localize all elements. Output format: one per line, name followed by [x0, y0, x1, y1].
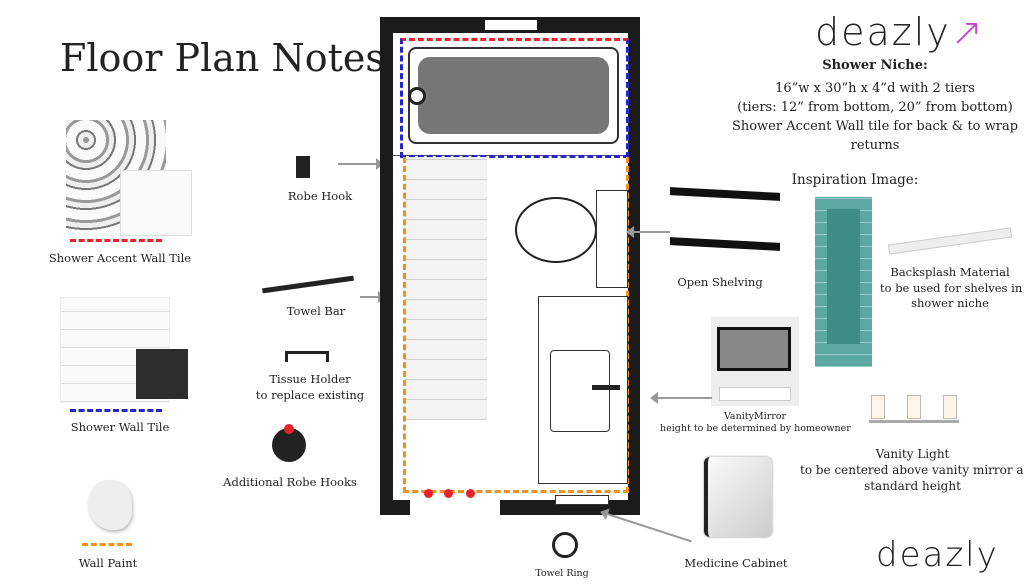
- blue-shower-wall-outline: [400, 38, 629, 158]
- page-title: Floor Plan Notes: [60, 36, 385, 80]
- red-robe-hook-dot: [444, 489, 453, 498]
- towel-ring-icon: [552, 532, 578, 558]
- niche-heading: Shower Niche:: [822, 58, 928, 73]
- window: [485, 20, 537, 30]
- vanity-faucet-icon: [592, 385, 620, 390]
- niche-line-4: returns: [850, 138, 900, 153]
- wall-paint-label: Wall Paint: [78, 556, 138, 570]
- tissue-holder-note: to replace existing: [255, 388, 365, 402]
- tissue-holder-icon: [285, 351, 329, 362]
- backsplash-l2: to be used for shelves in: [880, 281, 1023, 295]
- robe-hook-arrow: [338, 158, 384, 170]
- additional-robe-hooks-label: Additional Robe Hooks: [223, 475, 357, 489]
- vanity-mirror-image: [711, 317, 799, 406]
- niche-line-2: (tiers: 12” from bottom, 20” from bottom…: [737, 100, 1013, 115]
- backsplash-l3: shower niche: [911, 296, 989, 310]
- niche-line-1: 16”w x 30”h x 4”d with 2 tiers: [775, 81, 975, 96]
- toilet-bowl: [515, 197, 597, 263]
- towel-bar-arrow: [360, 291, 386, 303]
- vanity: [538, 296, 628, 484]
- open-shelving-image: [670, 187, 780, 258]
- open-shelving-arrow: [626, 226, 670, 238]
- sink: [550, 350, 610, 432]
- brand-logo-top: deazly↗: [815, 10, 985, 54]
- robe-hook-icon: [296, 156, 310, 178]
- red-robe-hook-dot: [466, 489, 475, 498]
- mirror-l1: VanityMirror: [723, 411, 787, 422]
- light-l1: Vanity Light: [875, 447, 950, 461]
- brand-logo-bottom: deazly: [876, 535, 999, 575]
- towel-ring-label: Towel Ring: [535, 568, 589, 579]
- door-opening: [410, 497, 500, 515]
- towel-bar-label: Towel Bar: [286, 304, 346, 318]
- mirror-l2: height to be determined by homeowner: [660, 423, 851, 434]
- additional-robe-hook-icon: [272, 424, 306, 462]
- wall-tile-label: Shower Wall Tile: [70, 420, 170, 434]
- medicine-cabinet-plan: [555, 495, 609, 505]
- brand-text: deazly: [815, 10, 951, 54]
- medicine-cabinet-arrow: [603, 512, 692, 543]
- niche-line-3: Shower Accent Wall tile for back & to wr…: [731, 119, 1019, 134]
- red-robe-hook-dot: [424, 489, 433, 498]
- light-l2: to be centered above vanity mirror at: [800, 463, 1024, 477]
- medicine-cabinet-label: Medicine Cabinet: [684, 556, 788, 570]
- toilet-tank: [596, 190, 628, 288]
- vanity-mirror-arrow: [650, 392, 712, 404]
- light-l3: standard height: [864, 479, 961, 493]
- medicine-cabinet-image: [704, 457, 772, 537]
- paint-swatch: [136, 349, 188, 399]
- backsplash-strip: [887, 227, 1013, 255]
- tissue-holder-label: Tissue Holder: [269, 372, 351, 386]
- wall-tile-line: [70, 409, 162, 412]
- inspiration-niche-image: [815, 197, 872, 367]
- robe-hook-label: Robe Hook: [287, 189, 353, 203]
- paint-blob: [88, 480, 132, 530]
- tub-faucet-icon: [408, 87, 426, 105]
- logo-arrow-icon: ↗: [950, 10, 985, 54]
- backsplash-l1: Backsplash Material: [890, 265, 1010, 279]
- accent-tile-label: Shower Accent Wall Tile: [48, 251, 192, 265]
- vanity-light-image: [869, 395, 959, 435]
- tile-sample-box: [120, 170, 192, 236]
- wall-paint-line: [82, 543, 132, 546]
- open-shelving-label: Open Shelving: [677, 275, 763, 289]
- inspiration-heading: Inspiration Image:: [791, 172, 919, 188]
- floor-plan: [380, 17, 640, 515]
- shower-accent-tile-wall: [405, 157, 487, 420]
- accent-tile-line: [70, 239, 162, 242]
- bathtub: [408, 47, 619, 144]
- towel-bar-icon: [262, 275, 354, 294]
